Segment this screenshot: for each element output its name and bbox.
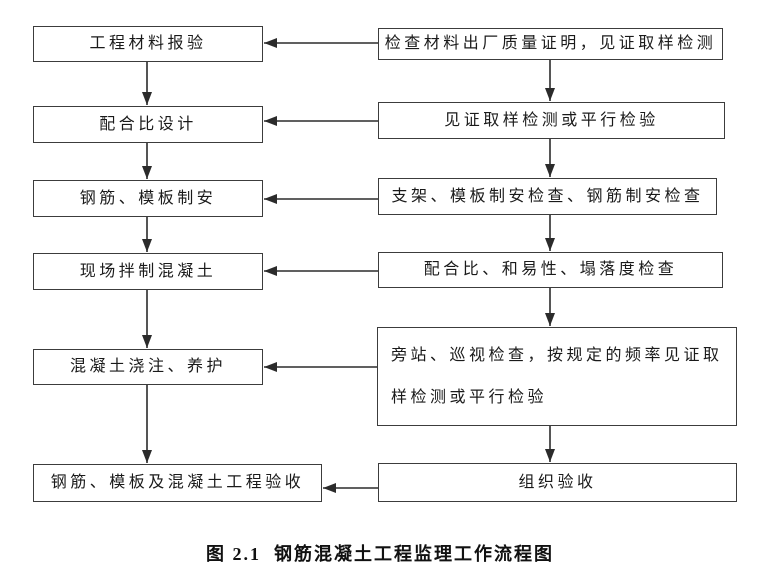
process-box-material-submission: 工程材料报验 <box>33 26 263 62</box>
supervision-box-witness-sampling-test: 见证取样检测或平行检验 <box>378 102 725 139</box>
supervision-box-mix-workability-slump-check: 配合比、和易性、塌落度检查 <box>378 252 723 288</box>
process-box-final-acceptance: 钢筋、模板及混凝土工程验收 <box>33 464 322 502</box>
process-box-mix-design: 配合比设计 <box>33 106 263 143</box>
figure-caption: 图 2.1 钢筋混凝土工程监理工作流程图 <box>206 544 554 564</box>
supervision-box-organize-acceptance: 组织验收 <box>378 463 737 502</box>
process-box-rebar-formwork-install: 钢筋、模板制安 <box>33 180 263 217</box>
process-box-concrete-pouring-curing: 混凝土浇注、养护 <box>33 349 263 385</box>
supervision-box-factory-certificate-check: 检查材料出厂质量证明，见证取样检测 <box>378 28 723 60</box>
process-box-onsite-concrete-mixing: 现场拌制混凝土 <box>33 253 263 290</box>
supervision-box-support-formwork-rebar-check: 支架、模板制安检查、钢筋制安检查 <box>378 178 717 215</box>
supervision-box-side-station-patrol-check: 旁站、巡视检查，按规定的频率见证取样检测或平行检验 <box>377 327 737 426</box>
